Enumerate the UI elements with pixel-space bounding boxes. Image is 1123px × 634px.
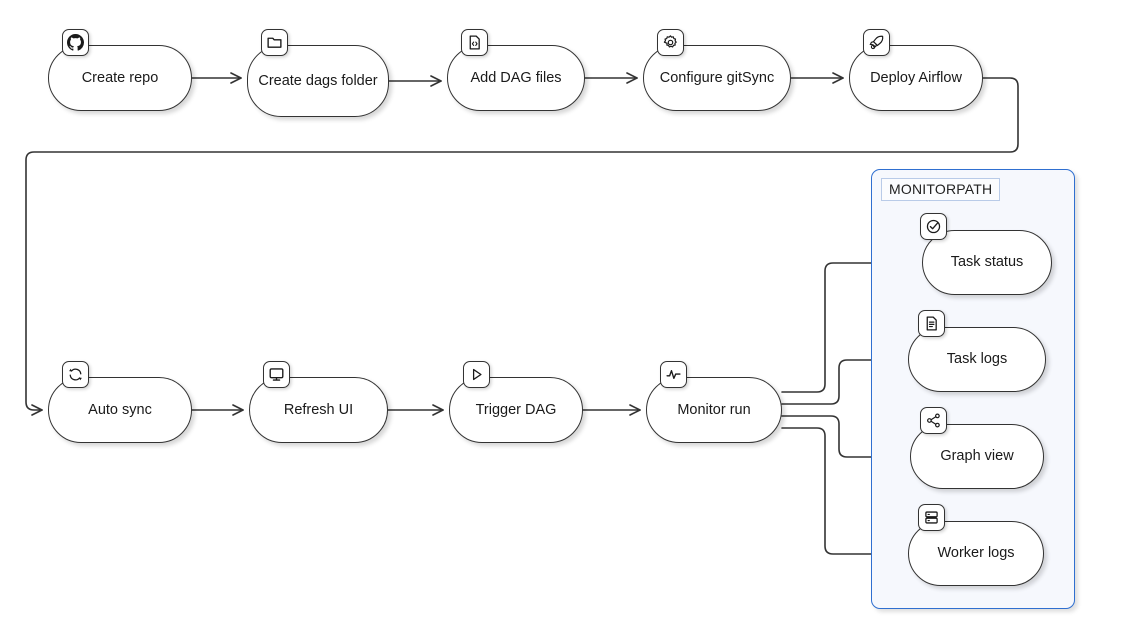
share-nodes-icon <box>920 407 947 434</box>
node-task-status-label: Task status <box>950 254 1024 271</box>
node-task-logs-label: Task logs <box>946 351 1008 368</box>
node-worker-logs-label: Worker logs <box>937 545 1015 562</box>
node-configure-gitsync[interactable]: Configure gitSync <box>643 45 791 111</box>
node-trigger-dag[interactable]: Trigger DAG <box>449 377 583 443</box>
node-auto-sync-label: Auto sync <box>88 401 152 418</box>
node-add-dag-files[interactable]: Add DAG files <box>447 45 585 111</box>
edge-deploy-airflow-to-auto-sync <box>25 77 1019 416</box>
folder-icon <box>261 29 288 56</box>
node-task-status[interactable]: Task status <box>922 230 1052 295</box>
node-monitor-run-label: Monitor run <box>677 401 751 418</box>
node-task-logs[interactable]: Task logs <box>908 327 1046 392</box>
node-refresh-ui[interactable]: Refresh UI <box>249 377 388 443</box>
node-create-repo-label: Create repo <box>81 69 159 86</box>
activity-icon <box>660 361 687 388</box>
node-create-dags-folder[interactable]: Create dags folder <box>247 45 389 117</box>
check-circle-icon <box>920 213 947 240</box>
node-trigger-dag-label: Trigger DAG <box>475 401 557 418</box>
node-deploy-airflow[interactable]: Deploy Airflow <box>849 45 983 111</box>
node-graph-view[interactable]: Graph view <box>910 424 1044 489</box>
file-code-icon <box>461 29 488 56</box>
node-create-repo[interactable]: Create repo <box>48 45 192 111</box>
monitorpath-group-label: MONITORPATH <box>881 178 1001 201</box>
monitor-icon <box>263 361 290 388</box>
node-worker-logs[interactable]: Worker logs <box>908 521 1044 586</box>
node-auto-sync[interactable]: Auto sync <box>48 377 192 443</box>
node-deploy-airflow-label: Deploy Airflow <box>870 69 962 86</box>
node-monitor-run[interactable]: Monitor run <box>646 377 782 443</box>
edge-monitor-run-to-task-logs <box>781 354 903 405</box>
play-icon <box>463 361 490 388</box>
node-refresh-ui-label: Refresh UI <box>283 401 354 418</box>
edge-monitor-run-to-graph-view <box>781 415 905 463</box>
rocket-icon <box>863 29 890 56</box>
edge-monitor-run-to-task-status <box>781 257 917 393</box>
node-create-dags-folder-label: Create dags folder <box>258 72 378 89</box>
node-add-dag-files-label: Add DAG files <box>470 69 562 86</box>
gear-icon <box>657 29 684 56</box>
edge-monitor-run-to-worker-logs <box>781 427 903 560</box>
document-icon <box>918 310 945 337</box>
refresh-icon <box>62 361 89 388</box>
node-configure-gitsync-label: Configure gitSync <box>659 69 775 86</box>
github-icon <box>62 29 89 56</box>
node-graph-view-label: Graph view <box>940 448 1014 465</box>
server-icon <box>918 504 945 531</box>
